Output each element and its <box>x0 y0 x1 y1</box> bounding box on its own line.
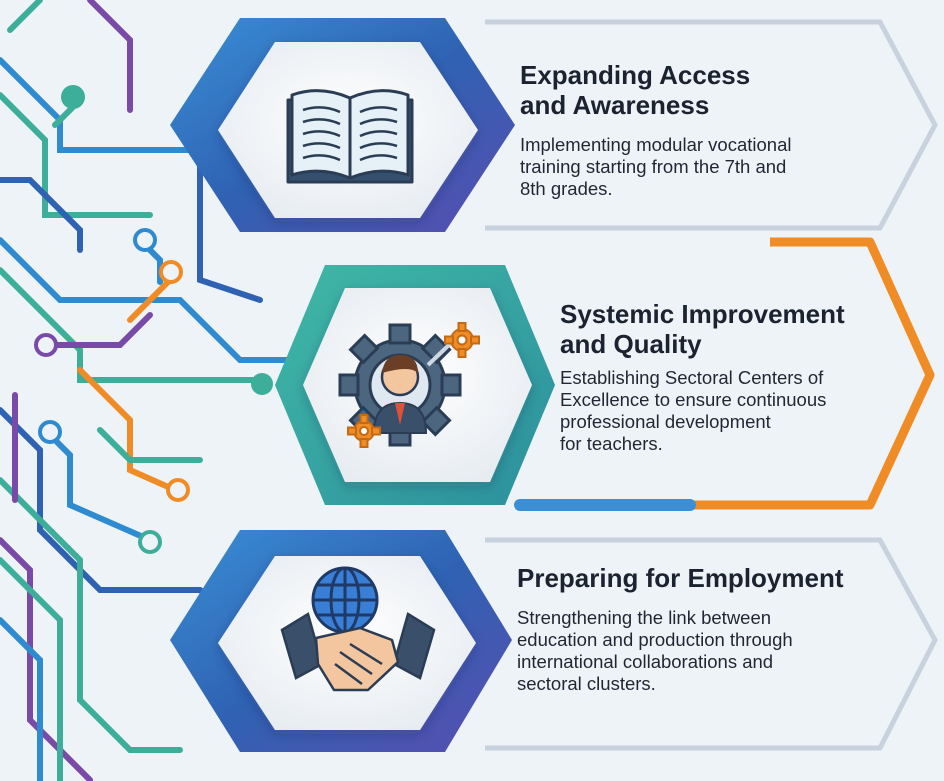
card-preparing-employment: Preparing for Employment Strengthening t… <box>517 563 917 695</box>
card-systemic-improvement: Systemic Improvement and Quality Establi… <box>560 299 930 455</box>
card-description: Implementing modular vocational training… <box>520 134 792 199</box>
card-title: Preparing for Employment <box>517 563 844 593</box>
card-expanding-access: Expanding Access and Awareness Implement… <box>520 60 900 200</box>
circuit-nodes <box>34 85 273 643</box>
open-book-icon <box>286 89 414 184</box>
card-description: Establishing Sectoral Centers of Excelle… <box>560 367 827 454</box>
card-title: Expanding Access and Awareness <box>520 60 751 120</box>
card-description: Strengthening the link between education… <box>517 607 793 694</box>
globe-handshake-icon <box>280 566 436 692</box>
gear-person-icon <box>338 322 480 448</box>
card-title: Systemic Improvement and Quality <box>560 299 845 359</box>
